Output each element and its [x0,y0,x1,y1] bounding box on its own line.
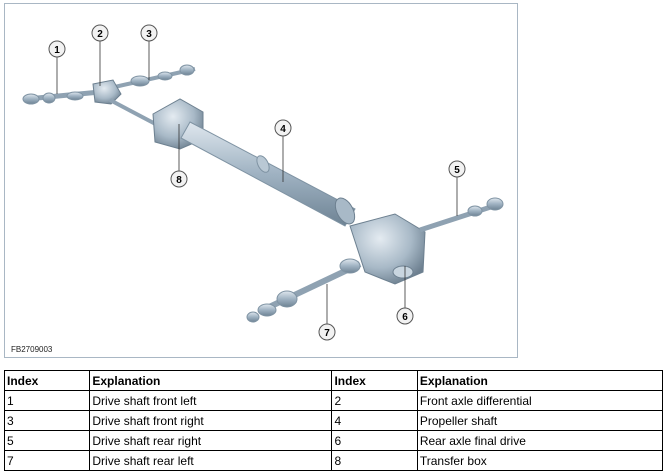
svg-text:7: 7 [324,328,330,339]
drivetrain-illustration: 1 2 3 4 5 6 7 8 [22,24,504,341]
callout-8: 8 [170,170,188,188]
svg-text:1: 1 [54,45,60,56]
propeller-shaft [180,121,356,227]
callout-leaders [56,41,458,324]
table-row: 3 Drive shaft front right 4 Propeller sh… [3,410,664,431]
svg-text:4: 4 [280,124,286,135]
cell-explanation: Rear axle final drive [416,430,664,451]
header-index-right: Index [331,370,418,391]
cell-explanation: Drive shaft front left [89,390,333,411]
cell-index: 7 [3,450,91,471]
svg-text:2: 2 [97,29,103,40]
index-table: Index Explanation Index Explanation 1 Dr… [3,370,664,471]
svg-text:6: 6 [402,312,408,323]
callout-1: 1 [48,40,66,58]
callout-3: 3 [140,24,158,42]
table-row: 5 Drive shaft rear right 6 Rear axle fin… [3,430,664,451]
callout-4: 4 [274,119,292,137]
front-axle-differential [92,79,122,105]
cell-explanation: Propeller shaft [416,410,664,431]
cell-explanation: Drive shaft rear right [89,430,333,451]
cell-index: 5 [3,430,91,451]
table-row: 7 Drive shaft rear left 8 Transfer box [3,450,664,471]
cell-index: 4 [331,410,418,431]
rear-axle-shafts [246,197,504,323]
cell-explanation: Front axle differential [416,390,664,411]
header-index-left: Index [3,370,91,391]
cell-index: 3 [3,410,91,431]
table-header-row: Index Explanation Index Explanation [3,370,664,391]
cell-index: 6 [331,430,418,451]
front-axle-shafts [22,64,196,105]
svg-text:8: 8 [176,175,182,186]
drivetrain-figure: 1 2 3 4 5 6 7 8 FB2709003 [4,3,518,358]
callout-5: 5 [448,160,466,178]
cell-explanation: Drive shaft front right [89,410,333,431]
table-row: 1 Drive shaft front left 2 Front axle di… [3,390,664,411]
callout-2: 2 [91,24,109,42]
callout-6: 6 [396,307,414,325]
cell-explanation: Transfer box [416,450,664,471]
cell-explanation: Drive shaft rear left [89,450,333,471]
svg-text:5: 5 [454,165,460,176]
svg-text:3: 3 [146,29,152,40]
cell-index: 8 [331,450,418,471]
header-explanation-right: Explanation [416,370,664,391]
rear-axle-final-drive [349,213,426,285]
figure-code: FB2709003 [11,345,53,354]
cell-index: 1 [3,390,91,411]
cell-index: 2 [331,390,418,411]
callout-7: 7 [318,323,336,341]
header-explanation-left: Explanation [89,370,333,391]
